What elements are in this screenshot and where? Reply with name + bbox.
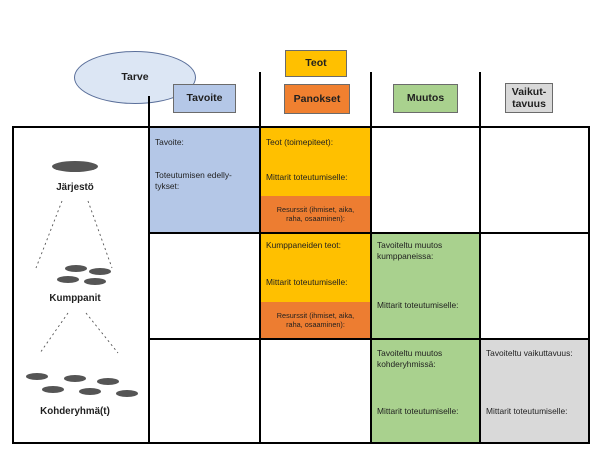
r3-vaikuttavuus-mittarit: Mittarit toteutumiselle: <box>486 406 568 416</box>
header-divider-3 <box>479 72 481 128</box>
kumppanit-label: Kumppanit <box>49 293 101 304</box>
r1-tavoite-body: Toteutumisen edelly- tykset: <box>155 170 232 191</box>
hierarchy-dashed-lines <box>35 200 119 354</box>
r2-muutos-label: Tavoiteltu muutos kumppaneissa: <box>377 240 443 261</box>
r3-muutos-cell: Tavoiteltu muutos kohderyhmissä: Mittari… <box>372 340 479 444</box>
header-tavoite: Tavoite <box>173 84 236 113</box>
kohderyhma-oval-3 <box>97 378 119 385</box>
r3-muutos-label: Tavoiteltu muutos kohderyhmissä: <box>377 348 443 369</box>
grid-col-4 <box>479 126 481 444</box>
header-muutos: Muutos <box>393 84 458 113</box>
r1-teot-label: Teot (toimepiteet): <box>266 137 334 147</box>
r3-vaikuttavuus-cell: Tavoiteltu vaikuttavuus: Mittarit toteut… <box>481 340 588 444</box>
grid-row-1 <box>148 232 590 234</box>
kumppanit-oval-4 <box>84 278 106 285</box>
r2-resurssit-cell: Resurssit (ihmiset, aika, raha, osaamine… <box>261 302 370 338</box>
r2-muutos-mittarit: Mittarit toteutumiselle: <box>377 300 459 310</box>
r3-muutos-mittarit: Mittarit toteutumiselle: <box>377 406 459 416</box>
header-teot: Teot <box>285 50 347 77</box>
r2-mittarit-label: Mittarit toteutumiselle: <box>266 277 348 287</box>
grid-bottom <box>12 442 590 444</box>
header-divider-2 <box>370 72 372 128</box>
kumppanit-oval-2 <box>89 268 111 275</box>
jarjesto-label: Järjestö <box>56 182 94 193</box>
kohderyhma-oval-4 <box>42 386 64 393</box>
r1-tavoite-title: Tavoite: <box>155 137 184 147</box>
r1-teot-cell: Teot (toimepiteet): Mittarit toteutumise… <box>261 128 370 196</box>
grid-col-1 <box>148 126 150 444</box>
header-divider-1 <box>259 72 261 128</box>
grid-row-2 <box>148 338 590 340</box>
tarve-ellipse <box>74 51 196 104</box>
kohderyhma-oval-6 <box>116 390 138 397</box>
r3-vaikuttavuus-label: Tavoiteltu vaikuttavuus: <box>486 348 573 358</box>
kohderyhma-label: Kohderyhmä(t) <box>40 406 110 417</box>
r2-teot-label: Kumppaneiden teot: <box>266 240 341 250</box>
grid-top <box>12 126 590 128</box>
r1-resurssit-cell: Resurssit (ihmiset, aika, raha, osaamine… <box>261 196 370 232</box>
r2-muutos-cell: Tavoiteltu muutos kumppaneissa: Mittarit… <box>372 234 479 338</box>
header-divider-0 <box>148 96 150 128</box>
kumppanit-oval-3 <box>57 276 79 283</box>
header-panokset: Panokset <box>284 84 350 114</box>
grid-right <box>588 126 590 444</box>
r1-tavoite-cell: Tavoite: Toteutumisen edelly- tykset: <box>150 128 259 232</box>
r2-teot-cell: Kumppaneiden teot: Mittarit toteutumisel… <box>261 234 370 302</box>
header-vaikuttavuus: Vaikut- tavuus <box>505 83 553 113</box>
grid-left <box>12 126 14 444</box>
tarve-label: Tarve <box>121 71 149 83</box>
grid-col-3 <box>370 126 372 444</box>
kohderyhma-oval-2 <box>64 375 86 382</box>
jarjesto-oval <box>52 161 98 172</box>
kohderyhma-oval-1 <box>26 373 48 380</box>
kumppanit-oval-1 <box>65 265 87 272</box>
kohderyhma-oval-5 <box>79 388 101 395</box>
grid-col-2 <box>259 126 261 444</box>
r1-mittarit-label: Mittarit toteutumiselle: <box>266 172 348 182</box>
